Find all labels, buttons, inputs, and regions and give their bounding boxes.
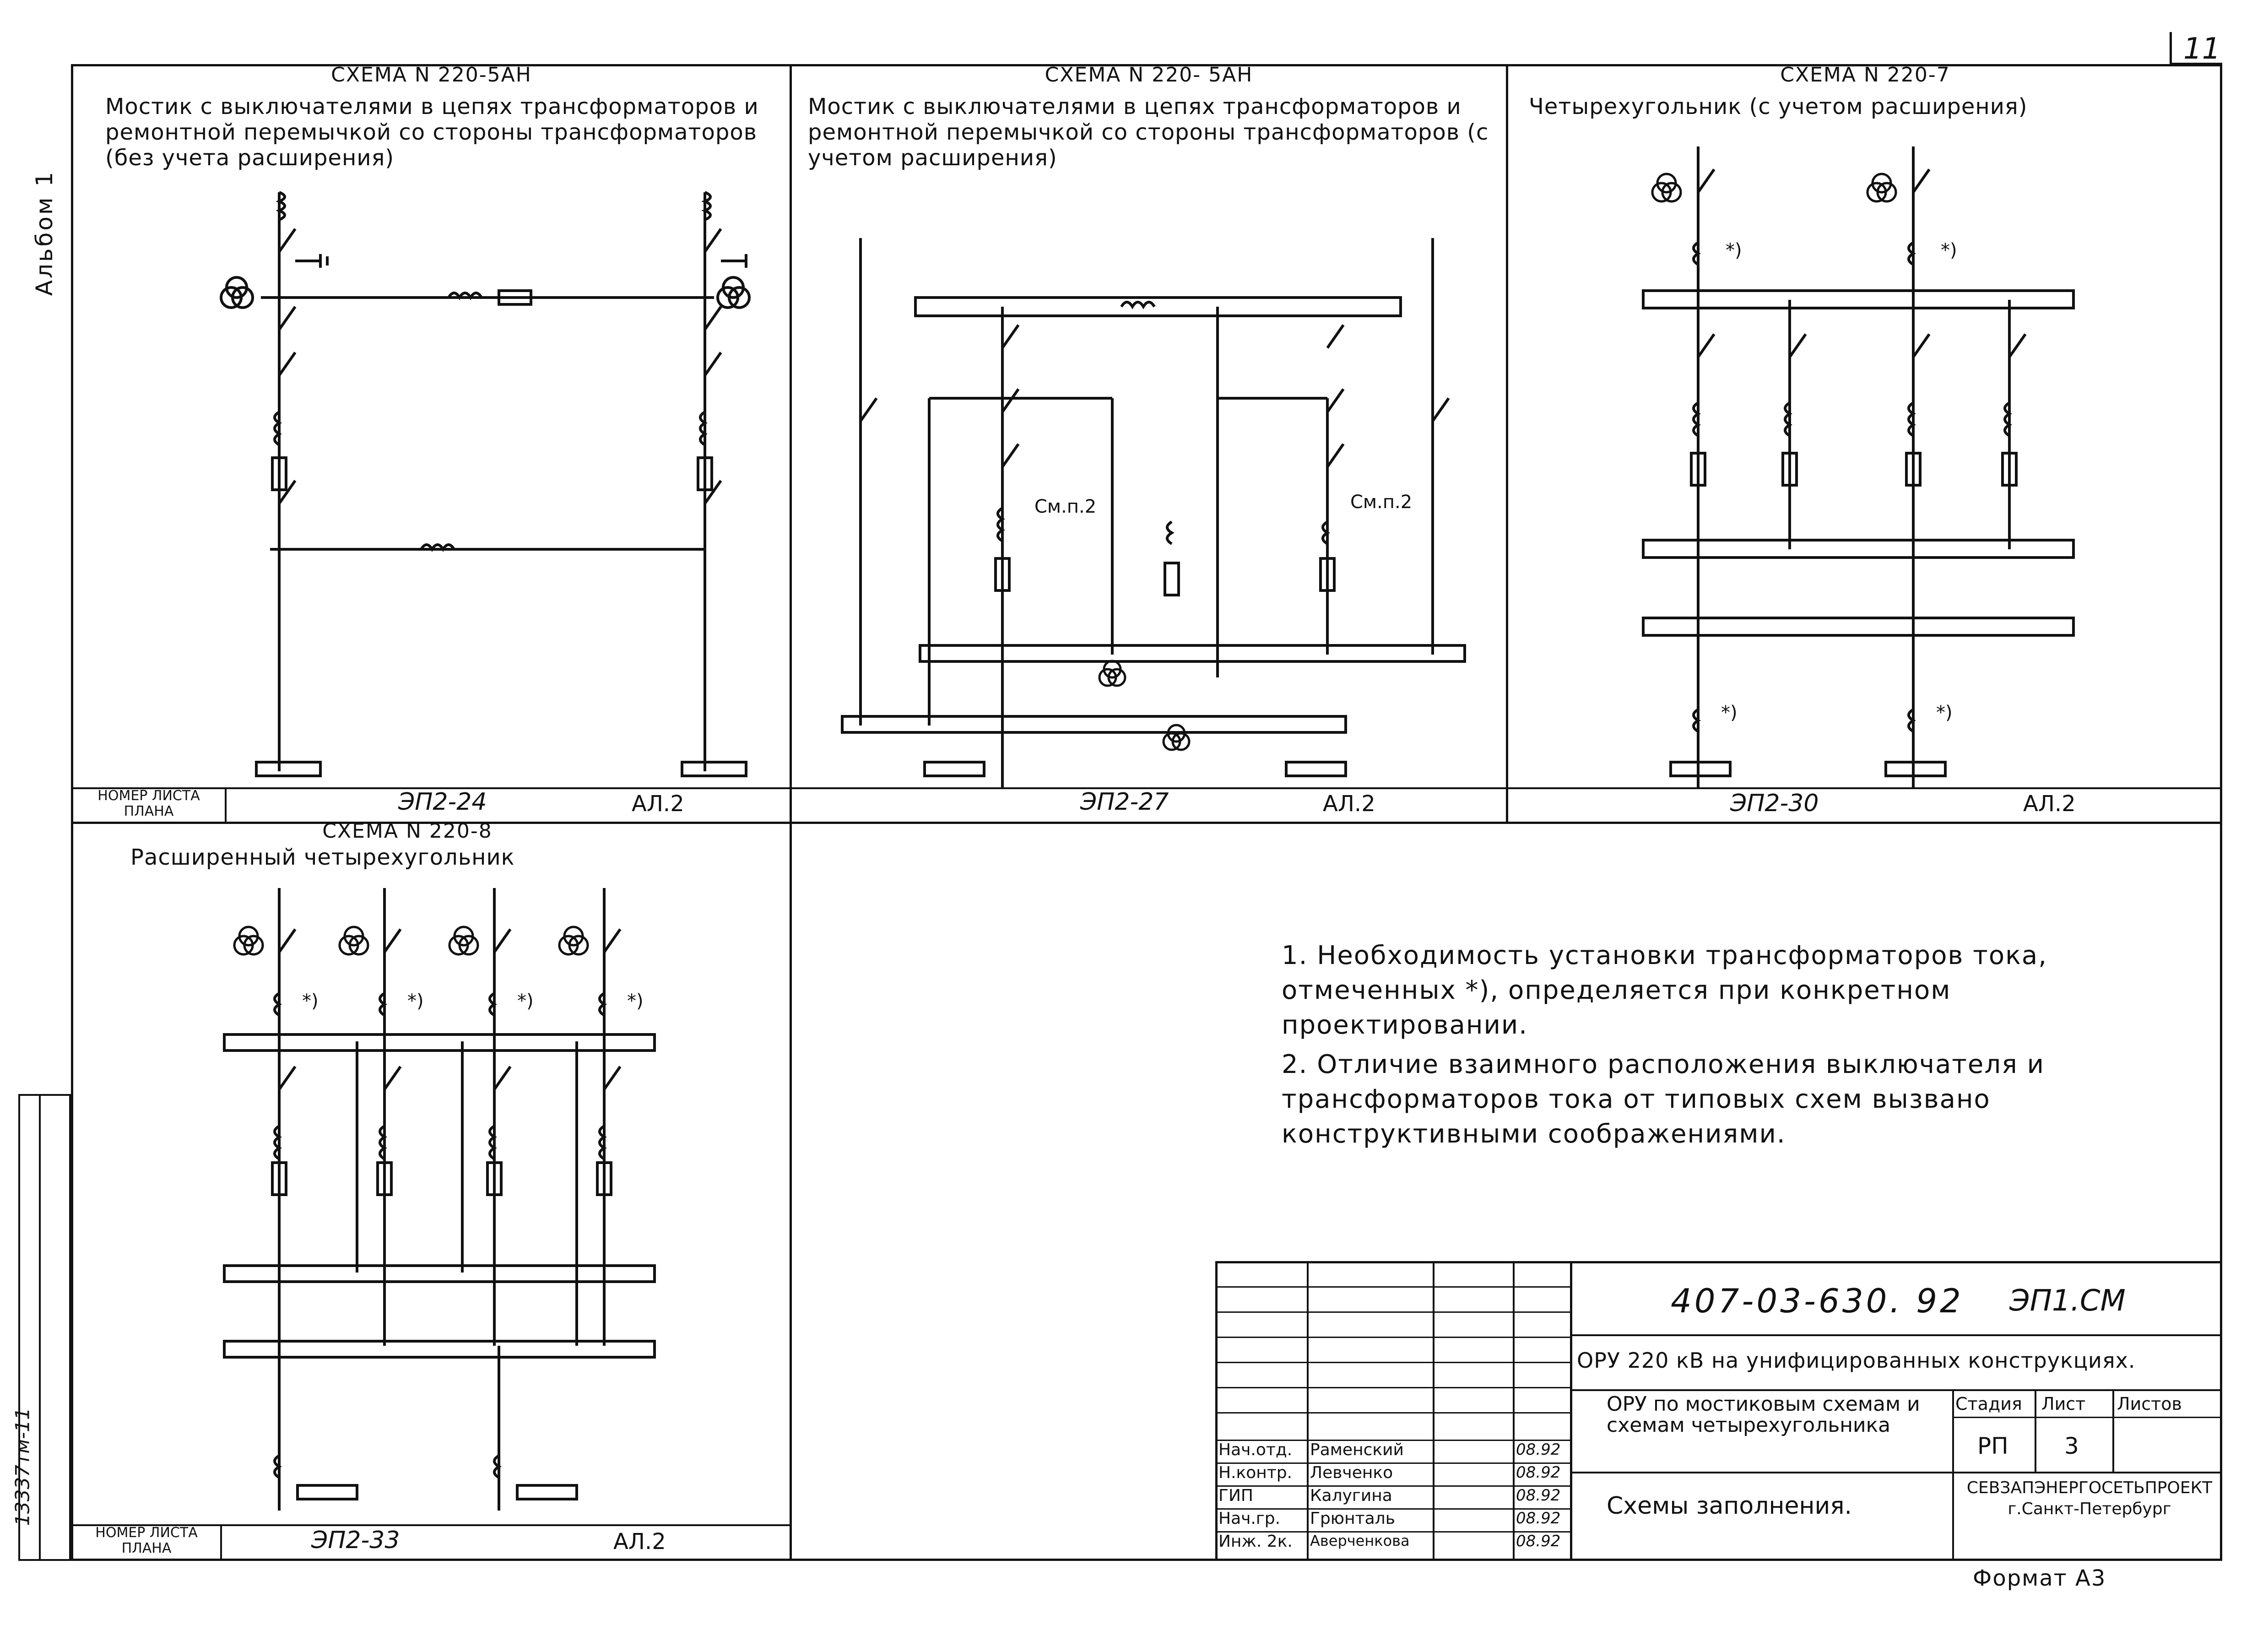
sheet-title: ОРУ по мостиковым схемам и схемам четыре… <box>1607 1392 1920 1437</box>
signer-3-date: 08.92 <box>1516 1486 1561 1505</box>
cell1-plan-label-box <box>71 787 227 822</box>
cell2-annotation-right: См.п.2 <box>1350 492 1412 513</box>
doc-code: 407-03-630. 92 <box>1671 1282 1964 1320</box>
format-label: Формат А3 <box>1973 1565 2106 1591</box>
cell3-title: СХЕМА N 220-7 <box>1780 63 1950 87</box>
cell4-schematic: *) *) *) *) <box>223 888 656 1511</box>
signer-3-role: ГИП <box>1218 1486 1253 1505</box>
stage-value: РП <box>1977 1433 2008 1459</box>
doc-mark: ЭП1.СМ <box>2009 1284 2126 1318</box>
cell2-album-ref: АЛ.2 <box>1323 791 1375 817</box>
cell2-plan-number: ЭП2-27 <box>1080 788 1169 816</box>
tb-vline-stage <box>1952 1389 1954 1561</box>
grid-vline-1 <box>790 64 792 1561</box>
cell1-subtitle: Мостик с выключателями в цепях трансформ… <box>105 94 759 171</box>
signer-4-date: 08.92 <box>1516 1509 1561 1527</box>
signer-1-name: Раменский <box>1310 1441 1404 1459</box>
cell4-marker-2: *) <box>407 991 424 1012</box>
cell3-album-ref: АЛ.2 <box>2023 791 2076 817</box>
company-name: СЕВЗАПЭНЕРГОСЕТЬПРОЕКТ г.Санкт-Петербург <box>1966 1479 2213 1518</box>
grid-vline-2 <box>1506 64 1508 824</box>
grid-hline-mid <box>71 822 2222 824</box>
tb-line-project <box>1572 1389 2222 1391</box>
signer-4-name: Грюнталь <box>1310 1509 1395 1528</box>
tb-line-stage-head <box>1952 1417 2222 1418</box>
sheet-number: 11 <box>2183 32 2221 66</box>
cell3-schematic: *) *) *) *) <box>1642 146 2075 787</box>
cell3-marker-3: *) <box>1721 702 1738 723</box>
signer-2-role: Н.контр. <box>1218 1463 1293 1482</box>
sheet-label: Лист <box>2041 1394 2086 1414</box>
cell2-title: СХЕМА N 220- 5АН <box>1045 63 1253 87</box>
tb-vline-sheet <box>2035 1389 2036 1472</box>
signer-2-date: 08.92 <box>1516 1463 1561 1482</box>
cell3-plan-number: ЭП2-30 <box>1730 790 1819 817</box>
signer-5-role: Инж. 2к. <box>1218 1532 1293 1551</box>
note-1: 1. Необходимость установки трансформатор… <box>1282 941 2048 1040</box>
album-label: Альбом 1 <box>31 170 58 296</box>
cell1-album-ref: АЛ.2 <box>632 791 684 817</box>
tb-vline-sheets <box>2112 1389 2114 1472</box>
cell4-marker-4: *) <box>627 991 644 1012</box>
stage-label: Стадия <box>1955 1394 2022 1414</box>
cell2-annotation-left: См.п.2 <box>1034 496 1096 517</box>
tb-line-sheet <box>1572 1472 2222 1473</box>
drawing-frame <box>71 64 2222 1561</box>
cell3-marker-1: *) <box>1726 240 1742 261</box>
signer-4-role: Нач.гр. <box>1218 1509 1281 1528</box>
cell1-footer-line <box>71 787 792 789</box>
cell2-footer-line <box>790 787 1508 789</box>
left-margin-divider <box>39 1094 41 1561</box>
cell1-title: СХЕМА N 220-5АН <box>331 63 532 87</box>
cell4-title: СХЕМА N 220-8 <box>322 819 493 843</box>
notes-block: 1. Необходимость установки трансформатор… <box>1282 938 2096 1152</box>
signer-1-role: Нач.отд. <box>1218 1441 1293 1459</box>
cell4-plan-label: НОМЕР ЛИСТА ПЛАНА <box>95 1525 198 1556</box>
cell4-footer-line <box>71 1524 792 1526</box>
signer-5-date: 08.92 <box>1516 1532 1561 1550</box>
sheet-number-box <box>2170 32 2222 65</box>
left-margin-box <box>18 1094 71 1561</box>
cell4-plan-number: ЭП2-33 <box>311 1527 400 1554</box>
signer-3-name: Калугина <box>1310 1486 1392 1505</box>
cell2-schematic: См.п.2 См.п.2 <box>841 238 1466 787</box>
title-block <box>1215 1261 2222 1561</box>
tb-line-code <box>1572 1334 2222 1336</box>
cell3-footer-line <box>1506 787 2222 789</box>
sheets-label: Листов <box>2117 1394 2182 1414</box>
cell4-plan-label-box <box>71 1524 222 1561</box>
cell3-marker-4: *) <box>1936 702 1953 723</box>
signer-1-date: 08.92 <box>1516 1441 1561 1459</box>
cell1-plan-label: НОМЕР ЛИСТА ПЛАНА <box>97 788 200 819</box>
cell4-album-ref: АЛ.2 <box>613 1529 666 1554</box>
cell3-marker-2: *) <box>1941 240 1957 261</box>
project-title: ОРУ 220 кВ на унифицированных конструкци… <box>1577 1348 2136 1373</box>
archive-number: 13337тм-11 <box>11 1408 34 1526</box>
cell4-subtitle: Расширенный четырехугольник <box>130 845 515 870</box>
sheet-value: 3 <box>2064 1433 2079 1459</box>
note-2: 2. Отличие взаимного расположения выключ… <box>1282 1050 2045 1149</box>
tb-left-grid <box>1215 1261 1572 1561</box>
cell4-marker-1: *) <box>302 991 319 1012</box>
cell3-subtitle: Четырехугольник (с учетом расширения) <box>1529 94 2028 119</box>
cell1-schematic <box>220 191 751 777</box>
signer-2-name: Левченко <box>1310 1463 1393 1482</box>
signer-5-name: Аверченкова <box>1310 1532 1410 1549</box>
cell4-marker-3: *) <box>517 991 534 1012</box>
cell2-subtitle: Мостик с выключателями в цепях трансформ… <box>808 94 1489 171</box>
cell1-plan-number: ЭП2-24 <box>398 788 487 816</box>
sheet-subject: Схемы заполнения. <box>1607 1492 1852 1520</box>
